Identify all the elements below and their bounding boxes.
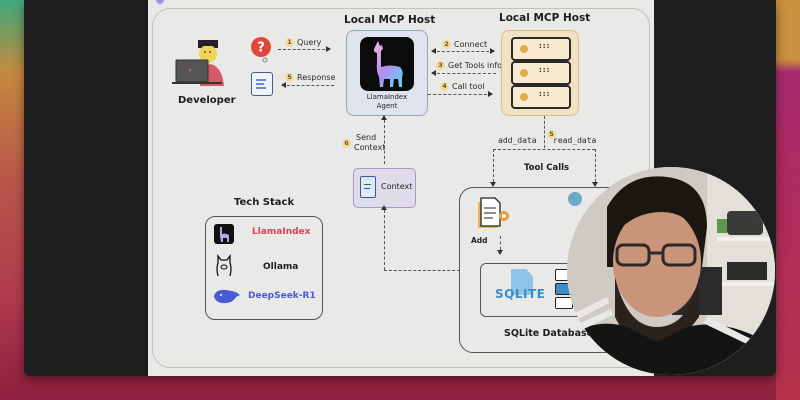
sqlite-logo-text: SQLITE <box>495 287 546 301</box>
server-unit-icon: ::: <box>511 37 571 61</box>
add-label: Add <box>471 236 488 245</box>
tool-calls-label: Tool Calls <box>524 163 570 173</box>
sqlite-database-box: Add SQLITE SQLite Database <box>459 187 641 353</box>
toolbar-indicator <box>156 0 164 4</box>
sqlite-storage-box: SQLITE <box>480 263 632 317</box>
sqlite-logo-icon <box>511 269 533 295</box>
context-box: Context <box>353 168 416 208</box>
response-document-icon <box>251 72 273 96</box>
context-document-icon <box>360 176 376 198</box>
step-5-badge: 5 <box>547 124 559 143</box>
svg-text:?: ? <box>257 41 265 56</box>
context-label: Context <box>381 182 413 191</box>
read-icon <box>568 192 582 206</box>
tech-stack-title: Tech Stack <box>234 197 295 208</box>
database-label: SQLite Database <box>504 328 594 339</box>
tech-stack-item-llamaindex: LlamaIndex <box>252 227 311 237</box>
add-document-gear-icon <box>477 196 509 230</box>
right-host-title: Local MCP Host <box>499 12 591 24</box>
connect-arrow <box>431 48 495 54</box>
mcp-server-box: ::: ::: ::: <box>501 30 579 116</box>
left-host-title: Local MCP Host <box>344 14 436 26</box>
query-arrow <box>278 46 331 52</box>
whale-icon <box>212 287 242 305</box>
context-return-arrow-vertical <box>381 205 387 270</box>
step-6-send-context-label: 6 Send Context <box>342 133 385 153</box>
llama-icon <box>360 37 414 91</box>
tool-calls-connector <box>544 116 545 148</box>
server-unit-icon: ::: <box>511 85 571 109</box>
get-tools-arrow <box>431 70 496 76</box>
tool-calls-branch <box>493 149 595 150</box>
developer-illustration <box>170 36 230 88</box>
response-arrow <box>281 82 334 88</box>
tech-stack-item-deepseek: DeepSeek-R1 <box>248 291 316 301</box>
call-tool-arrow <box>428 91 493 97</box>
server-unit-icon: ::: <box>511 61 571 85</box>
developer-label: Developer <box>178 95 236 106</box>
llama-icon <box>214 224 234 244</box>
agent-label: LlamaIndex Agent <box>366 93 408 110</box>
ollama-icon <box>214 254 234 278</box>
context-return-arrow-horizontal <box>384 270 460 271</box>
desktop-wallpaper-right <box>776 0 800 400</box>
presenter-webcam <box>567 167 775 375</box>
add-arrow <box>497 236 503 255</box>
send-context-arrow <box>381 115 387 164</box>
llamaindex-agent-box: LlamaIndex Agent <box>346 30 428 116</box>
question-icon: ? <box>248 35 274 63</box>
read-data-label: read_data <box>553 136 597 145</box>
tech-stack-item-ollama: Ollama <box>263 262 299 272</box>
add-data-label: add_data <box>498 136 537 145</box>
tech-stack-box: LlamaIndex Ollama DeepSeek-R1 <box>205 216 323 320</box>
read-data-arrow <box>592 149 598 187</box>
add-data-arrow <box>490 149 496 187</box>
